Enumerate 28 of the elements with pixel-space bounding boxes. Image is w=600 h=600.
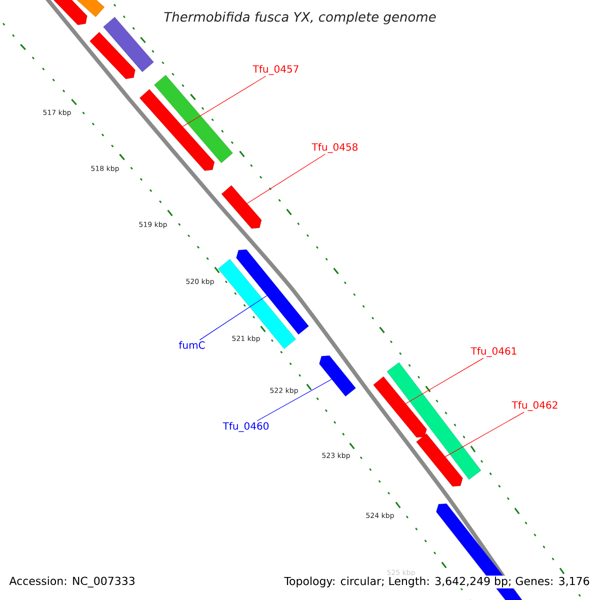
gene-feature bbox=[140, 89, 214, 171]
gene-feature bbox=[386, 362, 482, 480]
gene-feature bbox=[90, 32, 136, 79]
gene-feature bbox=[373, 376, 427, 438]
leader-line bbox=[256, 379, 332, 422]
gene-label: fumC bbox=[178, 341, 205, 349]
gene-label: Tfu_0462 bbox=[512, 401, 558, 411]
leader-line bbox=[246, 154, 326, 204]
gene-feature bbox=[103, 16, 154, 72]
gene-label: Tfu_0457 bbox=[252, 65, 298, 75]
leader-line bbox=[182, 76, 266, 127]
leader-line bbox=[445, 412, 524, 457]
gene-feature bbox=[221, 185, 262, 229]
gene-feature bbox=[236, 250, 309, 334]
gene-feature bbox=[416, 434, 463, 486]
leader-line bbox=[199, 295, 268, 340]
gene-feature bbox=[218, 259, 296, 349]
gene-label: Tfu_0460 bbox=[222, 422, 269, 432]
footer-text: Topology: circular; Length: 3,642,249 bp; Genes: 3,176 bbox=[283, 576, 591, 588]
gene-feature bbox=[154, 75, 233, 164]
gene-feature bbox=[319, 356, 356, 396]
gene-feature bbox=[52, 0, 88, 26]
gene-feature bbox=[76, 0, 104, 17]
gene-label: Tfu_0458 bbox=[312, 143, 358, 153]
leader-line bbox=[406, 358, 484, 404]
title: Thermobifida fusca YX, complete genome bbox=[164, 12, 436, 24]
footer-text: Accession: NC_007333 bbox=[9, 576, 134, 588]
gene-label: Tfu_0461 bbox=[470, 347, 516, 357]
